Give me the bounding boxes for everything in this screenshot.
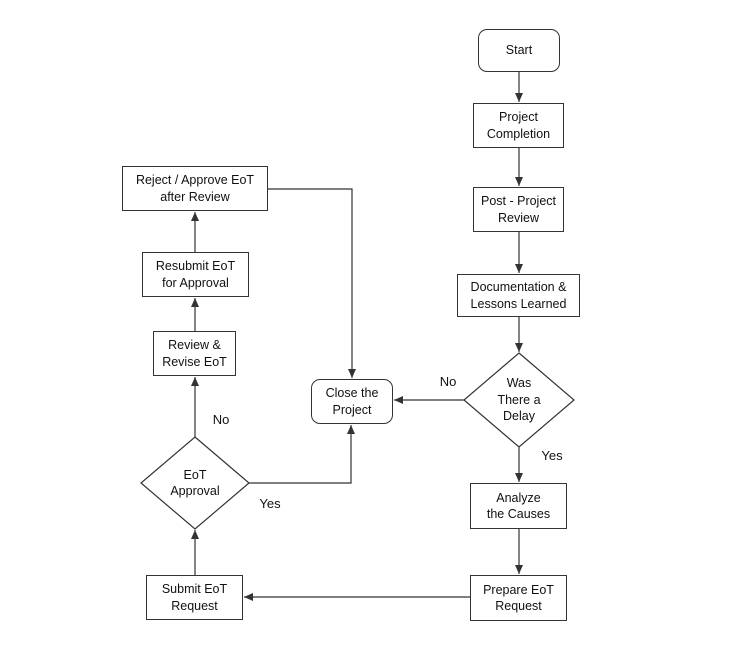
- node-post-project-review: Post - Project Review: [473, 187, 564, 232]
- edge-approval-yes-to-close-project: [249, 425, 355, 484]
- edge-label-delay-yes: Yes: [541, 448, 563, 464]
- decision-was-there-delay-shape: [463, 352, 575, 448]
- node-submit-eot-request: Submit EoT Request: [146, 575, 243, 620]
- edge-label-delay-no: No: [439, 374, 457, 390]
- node-close-the-project: Close the Project: [311, 379, 393, 424]
- node-resubmit-eot-for-approval: Resubmit EoT for Approval: [142, 252, 249, 297]
- decision-was-there-delay-label: Was There a Delay: [497, 376, 541, 424]
- node-start: Start: [478, 29, 560, 72]
- edge-label-approval-no: No: [212, 412, 230, 428]
- node-prepare-eot-request: Prepare EoT Request: [470, 575, 567, 621]
- edge-label-approval-yes: Yes: [259, 496, 281, 512]
- node-project-completion: Project Completion: [473, 103, 564, 148]
- decision-eot-approval-shape: [140, 436, 250, 530]
- decision-eot-approval-label: EoT Approval: [170, 467, 220, 499]
- node-documentation-lessons-learned: Documentation & Lessons Learned: [457, 274, 580, 317]
- node-reject-approve-eot-after-review: Reject / Approve EoT after Review: [122, 166, 268, 211]
- node-analyze-the-causes: Analyze the Causes: [470, 483, 567, 529]
- node-review-revise-eot: Review & Revise EoT: [153, 331, 236, 376]
- edge-reject-approve-to-close-project: [268, 188, 356, 378]
